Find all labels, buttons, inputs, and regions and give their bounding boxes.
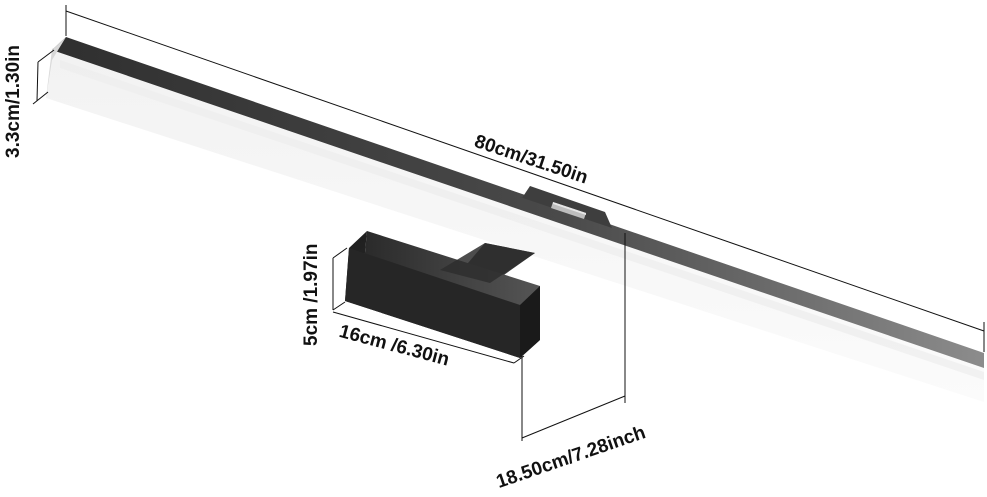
light-bar-frame <box>52 37 984 368</box>
dimension-lines <box>32 5 985 441</box>
light-bar-end-cap <box>46 37 66 98</box>
light-bar <box>46 37 984 402</box>
mount-clip <box>520 186 612 228</box>
height-dimension-label: 3.3cm/1.30in <box>3 44 24 158</box>
bracket-height-dimension-label: 5cm /1.97in <box>301 243 322 346</box>
light-bar-diffuser-shade <box>60 60 984 380</box>
wall-bracket <box>345 231 540 358</box>
